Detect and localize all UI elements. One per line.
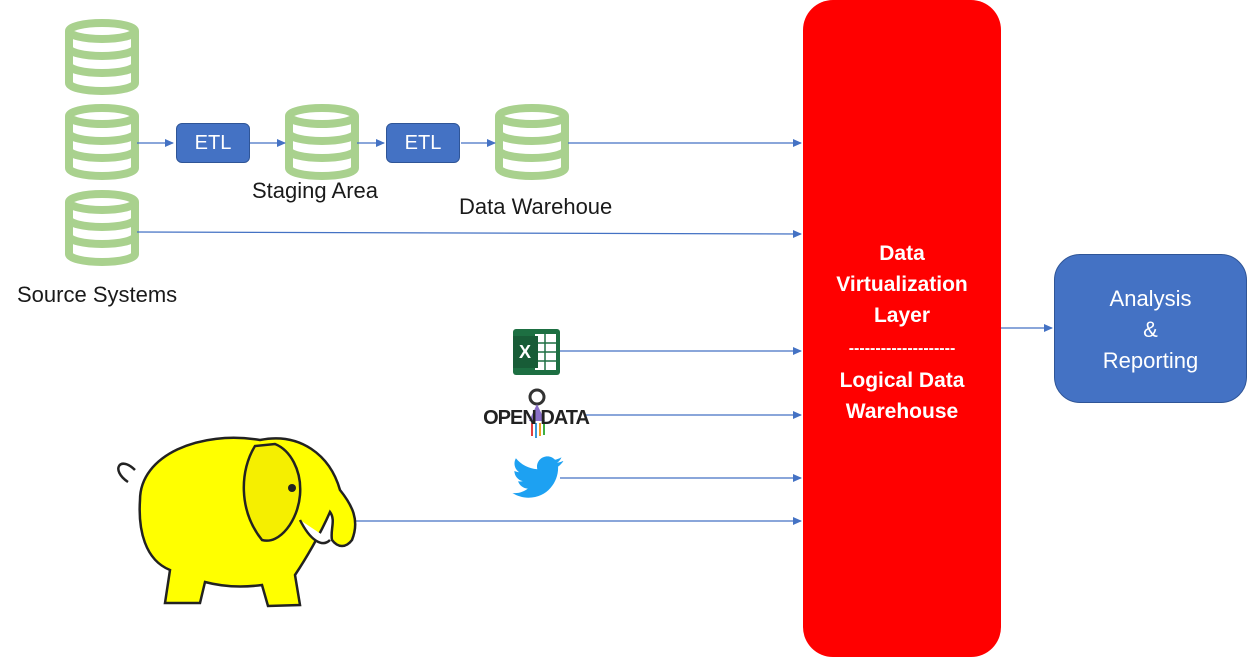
analysis-line-2: & xyxy=(1143,317,1158,342)
hadoop-elephant-icon xyxy=(117,436,357,608)
dvl-line-4: Logical Data xyxy=(839,369,965,392)
dvl-line-1: Data xyxy=(879,242,925,265)
database-icon xyxy=(69,23,135,91)
database-icon xyxy=(289,108,355,176)
analysis-line-3: Reporting xyxy=(1102,348,1199,373)
analysis-reporting-box: Analysis & Reporting xyxy=(1054,254,1247,403)
dvl-line-2: Virtualization xyxy=(836,273,968,296)
etl-label: ETL xyxy=(404,131,442,154)
database-icon xyxy=(69,194,135,262)
open-data-icon: OPEN DATA xyxy=(483,388,590,438)
dvl-line-3: Layer xyxy=(873,304,931,327)
twitter-icon xyxy=(512,456,564,498)
arrow xyxy=(136,229,802,238)
dvl-line-5: Warehouse xyxy=(845,400,959,423)
dvl-separator: -------------------- xyxy=(848,340,956,357)
database-icon xyxy=(499,108,565,176)
svg-text:OPEN DATA: OPEN DATA xyxy=(483,407,589,429)
etl-box: ETL xyxy=(386,123,460,163)
analysis-line-1: Analysis xyxy=(1109,286,1192,311)
svg-text:X: X xyxy=(519,342,531,362)
staging-area-label: Staging Area xyxy=(252,178,378,203)
data-virtualization-layer-box: Data Virtualization Layer --------------… xyxy=(803,0,1001,657)
data-warehouse-label: Data Warehoue xyxy=(459,194,613,219)
etl-box: ETL xyxy=(176,123,250,163)
source-systems-label: Source Systems xyxy=(17,282,178,307)
excel-icon: X xyxy=(513,329,560,375)
etl-label: ETL xyxy=(194,131,232,154)
database-icon xyxy=(69,108,135,176)
